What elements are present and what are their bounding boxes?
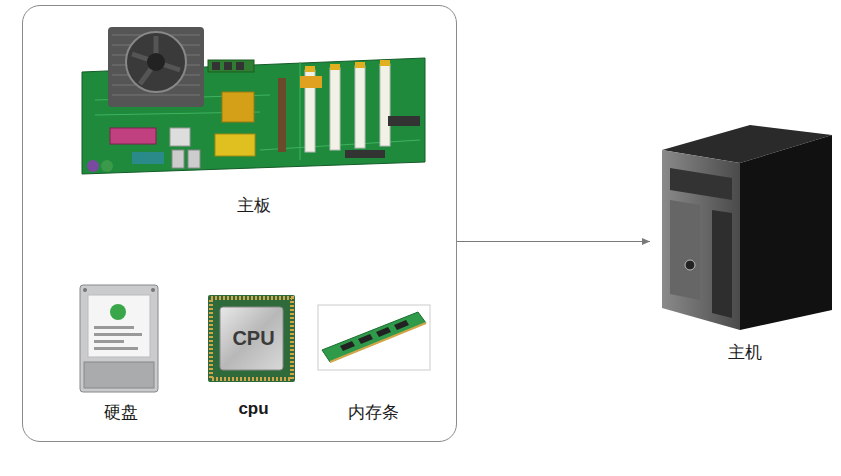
part-caption: 内存条 (310, 401, 437, 424)
group-frame: 主板硬盘 CPU cpu内存条 (22, 5, 457, 442)
part-caption: 主板 (75, 194, 432, 217)
memory-picture (318, 305, 430, 370)
connector-line (457, 241, 650, 242)
part-box: 内存条 (310, 300, 437, 428)
part-caption: 硬盘 (73, 401, 169, 424)
part-box: 硬盘 (73, 282, 169, 428)
part-caption: cpu (200, 399, 307, 419)
part-caption: 主机 (650, 341, 840, 364)
host-box: 主机 (650, 115, 840, 368)
arrow-head (642, 238, 650, 245)
motherboard-picture (82, 27, 425, 174)
part-box: CPU cpu (200, 292, 307, 428)
chip-marking: CPU (200, 327, 307, 350)
hard-disk-picture (80, 285, 158, 392)
computer-tower-picture (662, 125, 832, 330)
connector-arrow (457, 238, 650, 245)
part-box: 主板 (75, 25, 432, 222)
